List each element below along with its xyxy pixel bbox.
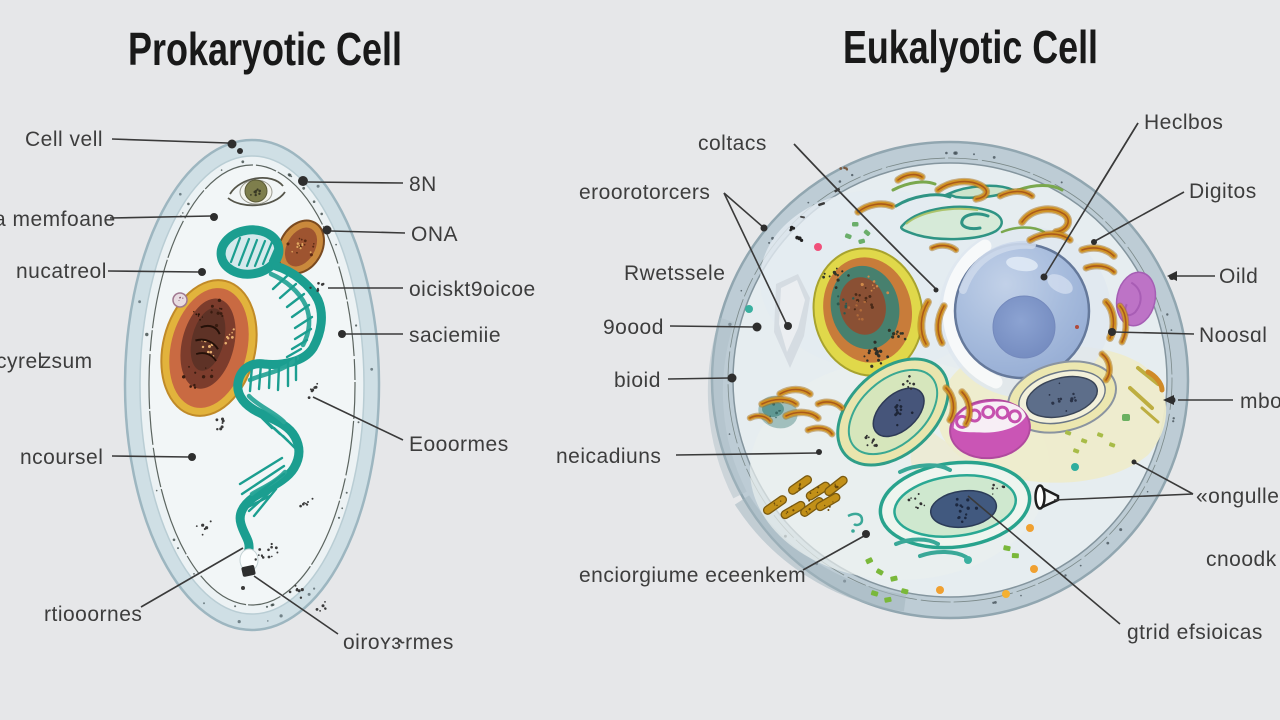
svg-text:ncoursel: ncoursel xyxy=(20,446,103,469)
svg-text:a memfoane: a memfoane xyxy=(0,208,116,231)
svg-text:8N: 8N xyxy=(409,173,437,196)
svg-text:oiroʏɝrmes: oiroʏɝrmes xyxy=(343,631,454,654)
svg-text:Noosɑl: Noosɑl xyxy=(1199,324,1267,347)
svg-text:Eooormes: Eooormes xyxy=(409,433,509,456)
svg-text:mbo: mbo xyxy=(1240,390,1280,413)
svg-text:Digitos: Digitos xyxy=(1189,180,1257,203)
svg-text:Oild: Oild xyxy=(1219,265,1258,288)
svg-text:rtiooornes: rtiooornes xyxy=(44,603,142,626)
svg-text:enciorgiume eceenkem: enciorgiume eceenkem xyxy=(579,564,806,587)
svg-text:Cell vell: Cell vell xyxy=(25,128,103,151)
svg-text:ONA: ONA xyxy=(411,223,458,246)
svg-text:Heclbos: Heclbos xyxy=(1144,111,1223,134)
svg-text:nucatreol: nucatreol xyxy=(16,260,107,283)
svg-text:«ongulle: «ongulle xyxy=(1196,485,1279,508)
svg-text:bioid: bioid xyxy=(614,369,661,392)
svg-text:coltacs: coltacs xyxy=(698,132,767,155)
svg-text:oiciskt9oicoe: oiciskt9oicoe xyxy=(409,278,536,301)
svg-text:saciemiie: saciemiie xyxy=(409,324,501,347)
svg-text:eroorotorcers: eroorotorcers xyxy=(579,181,710,204)
svg-text:Prokaryotic Cell: Prokaryotic Cell xyxy=(128,23,402,75)
svg-text:9oood: 9oood xyxy=(603,316,664,339)
svg-text:neicadiuns: neicadiuns xyxy=(556,445,661,468)
svg-text:Eukalyotic Cell: Eukalyotic Cell xyxy=(843,21,1098,73)
svg-text:cnoodk: cnoodk xyxy=(1206,548,1277,571)
svg-text:cyreʫsum: cyreʫsum xyxy=(0,350,93,373)
svg-text:gtrid efsioicas: gtrid efsioicas xyxy=(1127,621,1263,644)
svg-text:Rwetssele: Rwetssele xyxy=(624,262,725,285)
